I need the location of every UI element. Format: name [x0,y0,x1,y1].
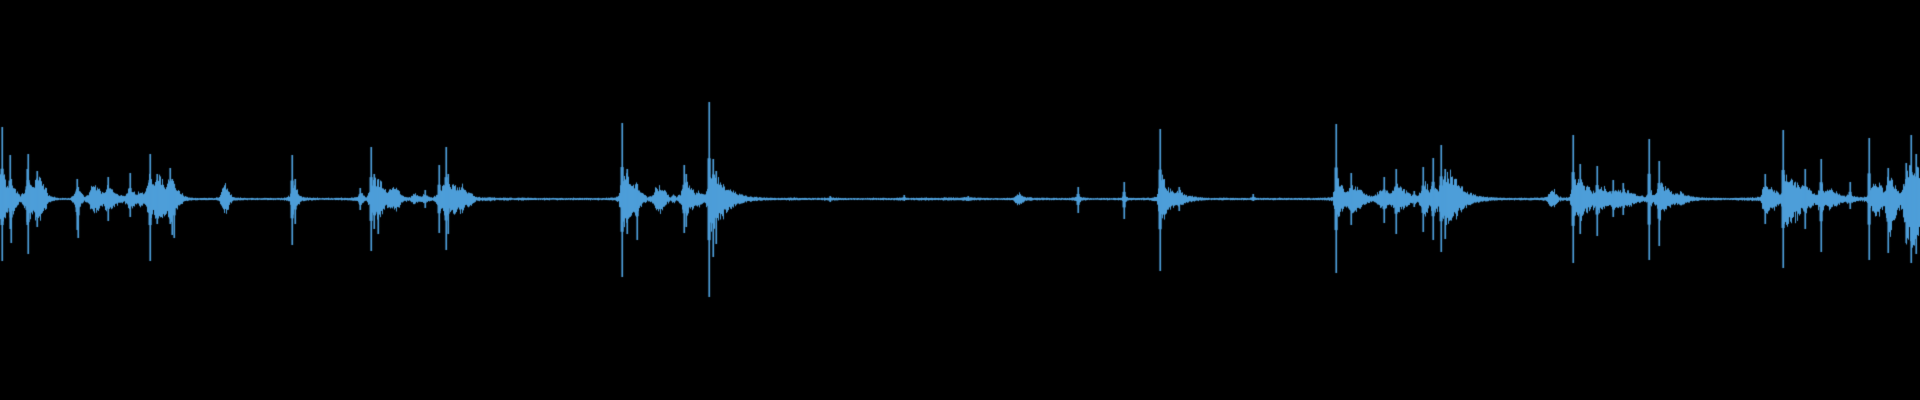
waveform-player [0,0,1920,400]
audio-waveform-canvas[interactable] [0,0,1920,400]
